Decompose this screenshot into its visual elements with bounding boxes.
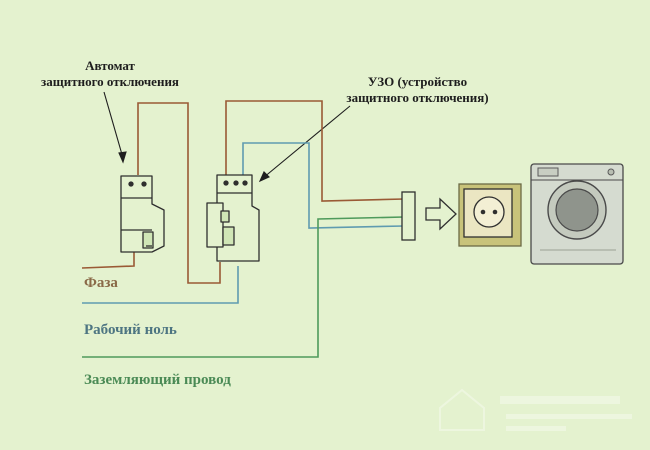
socket-hole-left (480, 209, 486, 215)
phase-wire-label: Фаза (84, 275, 118, 291)
breaker-top-terminal-left (128, 181, 134, 187)
breaker-toggle-lever (142, 231, 154, 249)
plug (401, 191, 416, 241)
watermark-logo (439, 388, 632, 431)
ground-wire-path (82, 216, 405, 358)
rcd-toggle-lever (222, 226, 235, 246)
breaker-callout-label: Автомат защитного отключения (30, 58, 190, 90)
rcd-callout-arrow (262, 105, 351, 179)
rcd-test-button (220, 210, 230, 223)
washing-machine-knob (607, 168, 615, 176)
rcd-terminal-2 (233, 180, 239, 186)
breaker-top-terminal-right (141, 181, 147, 187)
rcd-terminal-1 (223, 180, 229, 186)
phase-wire (81, 100, 405, 284)
ground-wire-label: Заземляющий провод (84, 372, 231, 388)
neutral-wire-rcd-to-socket (242, 142, 405, 229)
circuit-breaker (120, 175, 165, 253)
breaker-callout-arrow (103, 91, 124, 159)
neutral-wire (82, 142, 405, 304)
watermark-bar-3 (506, 426, 566, 431)
phase-wire-rcd-to-socket (225, 100, 405, 202)
phase-wire-breaker-to-rcd (137, 102, 221, 284)
washing-machine-drawer (537, 167, 559, 177)
rcd-side-panel (206, 202, 224, 248)
rcd-label-line-1: УЗО (устройство (367, 74, 468, 89)
wall-socket (458, 183, 522, 247)
neutral-wire-input (82, 266, 239, 304)
ground-wire (82, 216, 405, 358)
washing-machine-door-glass (555, 188, 599, 232)
plug-to-socket-arrow (425, 197, 457, 231)
breaker-label-line-1: Автомат (85, 58, 135, 73)
watermark-house-icon (439, 388, 485, 431)
breaker-label-line-2: защитного отключения (41, 74, 179, 89)
rcd-terminal-3 (242, 180, 248, 186)
rcd-callout-label: УЗО (устройство защитного отключения) (325, 74, 510, 106)
watermark-bar-1 (500, 396, 620, 404)
phase-wire-input (81, 248, 135, 269)
callout-arrows (103, 91, 351, 183)
right-arrow-icon (425, 197, 457, 231)
washing-machine (530, 163, 624, 265)
socket-face (473, 196, 505, 228)
rcd-arrowhead (258, 171, 270, 183)
watermark-bar-2 (506, 414, 632, 419)
plug-body (401, 191, 416, 241)
neutral-wire-label: Рабочий ноль (84, 322, 177, 338)
socket-hole-right (492, 209, 498, 215)
rcd-device (206, 174, 260, 262)
breaker-arrowhead (118, 151, 127, 164)
rcd-label-line-2: защитного отключения) (346, 90, 489, 105)
